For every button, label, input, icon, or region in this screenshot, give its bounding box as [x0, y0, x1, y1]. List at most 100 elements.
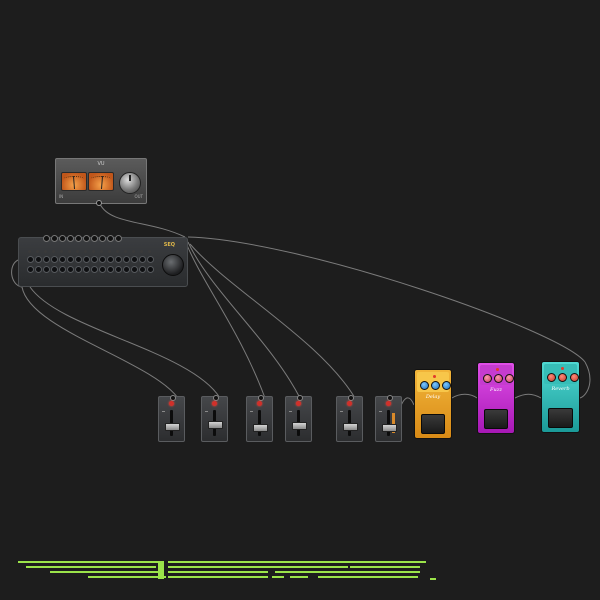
sequencer-step[interactable] [59, 266, 66, 273]
knob-icon[interactable] [494, 374, 503, 383]
jack-icon[interactable] [51, 235, 58, 242]
knob-icon[interactable] [570, 373, 579, 382]
sequencer-step[interactable] [83, 266, 90, 273]
fader-module[interactable] [375, 395, 402, 442]
sequencer-step[interactable] [43, 256, 50, 263]
knob-icon[interactable] [442, 381, 451, 390]
jack-icon[interactable] [67, 235, 74, 242]
vu-meter-left [61, 172, 87, 191]
jack-icon[interactable] [115, 235, 122, 242]
footswitch-icon[interactable] [548, 408, 573, 428]
jack-icon[interactable] [387, 395, 393, 401]
led-icon [124, 250, 127, 253]
jack-icon[interactable] [75, 235, 82, 242]
fader-handle[interactable] [253, 424, 268, 432]
sequencer-step[interactable] [51, 256, 58, 263]
footswitch-icon[interactable] [421, 414, 445, 434]
jack-icon[interactable] [43, 235, 50, 242]
knob-icon[interactable] [505, 374, 514, 383]
pedal-reverb[interactable]: Reverb [541, 361, 580, 433]
led-icon [433, 375, 436, 378]
sequencer-step[interactable] [75, 256, 82, 263]
sequencer-step[interactable] [147, 256, 154, 263]
led-icon [36, 250, 39, 253]
sequencer-step[interactable] [139, 266, 146, 273]
status-line [290, 576, 308, 578]
sequencer-step[interactable] [131, 266, 138, 273]
sequencer-step[interactable] [43, 266, 50, 273]
sequencer-step[interactable] [27, 266, 34, 273]
sequencer-step[interactable] [99, 256, 106, 263]
jack-icon[interactable] [170, 395, 176, 401]
sequencer-step[interactable] [35, 266, 42, 273]
status-line [88, 576, 158, 578]
sequencer-step[interactable] [115, 266, 122, 273]
jack-icon[interactable] [96, 200, 102, 206]
fader-scale-mark [289, 411, 292, 412]
fader-module[interactable] [246, 395, 273, 442]
led-icon [108, 250, 111, 253]
sequencer-step[interactable] [67, 266, 74, 273]
jack-icon[interactable] [213, 395, 219, 401]
sequencer-step[interactable] [107, 266, 114, 273]
cable-seq-to-fader-3 [184, 239, 266, 399]
jack-icon[interactable] [91, 235, 98, 242]
knob-icon[interactable] [483, 374, 492, 383]
sequencer-step[interactable] [99, 266, 106, 273]
sequencer-step[interactable] [27, 256, 34, 263]
footswitch-icon[interactable] [484, 409, 508, 429]
jack-icon[interactable] [83, 235, 90, 242]
pedal-fuzz[interactable]: Fuzz [477, 362, 515, 434]
led-icon [296, 401, 301, 406]
fader-handle[interactable] [292, 422, 307, 430]
fader-module[interactable] [201, 395, 228, 442]
fader-handle[interactable] [343, 423, 358, 431]
vu-meter-module[interactable]: VU IN OUT [55, 158, 147, 206]
status-line [350, 566, 420, 568]
knob-icon[interactable] [558, 373, 567, 382]
fader-handle[interactable] [382, 424, 397, 432]
jack-icon[interactable] [297, 395, 303, 401]
jack-icon[interactable] [107, 235, 114, 242]
jack-icon[interactable] [99, 235, 106, 242]
sequencer-step[interactable] [51, 266, 58, 273]
sequencer-step[interactable] [123, 256, 130, 263]
jack-icon[interactable] [258, 395, 264, 401]
sequencer-step[interactable] [147, 266, 154, 273]
sequencer-step[interactable] [59, 256, 66, 263]
sequencer-step[interactable] [91, 256, 98, 263]
knob-icon[interactable] [431, 381, 440, 390]
pedal-name: Reverb [551, 386, 570, 392]
sequencer-module[interactable]: SEQ [18, 235, 188, 287]
fader-module[interactable] [336, 395, 363, 442]
fader-track[interactable] [258, 410, 261, 436]
cable-seq-to-fader-1 [21, 286, 179, 399]
sequencer-step[interactable] [67, 256, 74, 263]
sequencer-step[interactable] [123, 266, 130, 273]
cable-fader-6-to-yellow [399, 397, 415, 409]
fader-module[interactable] [158, 395, 185, 442]
knob-icon[interactable] [162, 254, 184, 276]
jack-icon[interactable] [348, 395, 354, 401]
sequencer-step[interactable] [75, 266, 82, 273]
knob-icon[interactable] [420, 381, 429, 390]
sequencer-step[interactable] [83, 256, 90, 263]
sequencer-step[interactable] [107, 256, 114, 263]
fader-module[interactable] [285, 395, 312, 442]
vu-scale-right [91, 176, 111, 181]
cable-seq-to-pedal-cyan [187, 236, 586, 363]
knob-icon[interactable] [119, 172, 141, 194]
sequencer-step[interactable] [139, 256, 146, 263]
knob-icon[interactable] [547, 373, 556, 382]
fader-track[interactable] [387, 410, 390, 436]
fader-handle[interactable] [208, 421, 223, 429]
fader-handle[interactable] [165, 423, 180, 431]
pedal-delay[interactable]: Delay [414, 369, 452, 439]
sequencer-step[interactable] [131, 256, 138, 263]
sequencer-step[interactable] [91, 266, 98, 273]
sequencer-step[interactable] [35, 256, 42, 263]
sequencer-step[interactable] [115, 256, 122, 263]
jack-icon[interactable] [59, 235, 66, 242]
led-icon [169, 401, 174, 406]
